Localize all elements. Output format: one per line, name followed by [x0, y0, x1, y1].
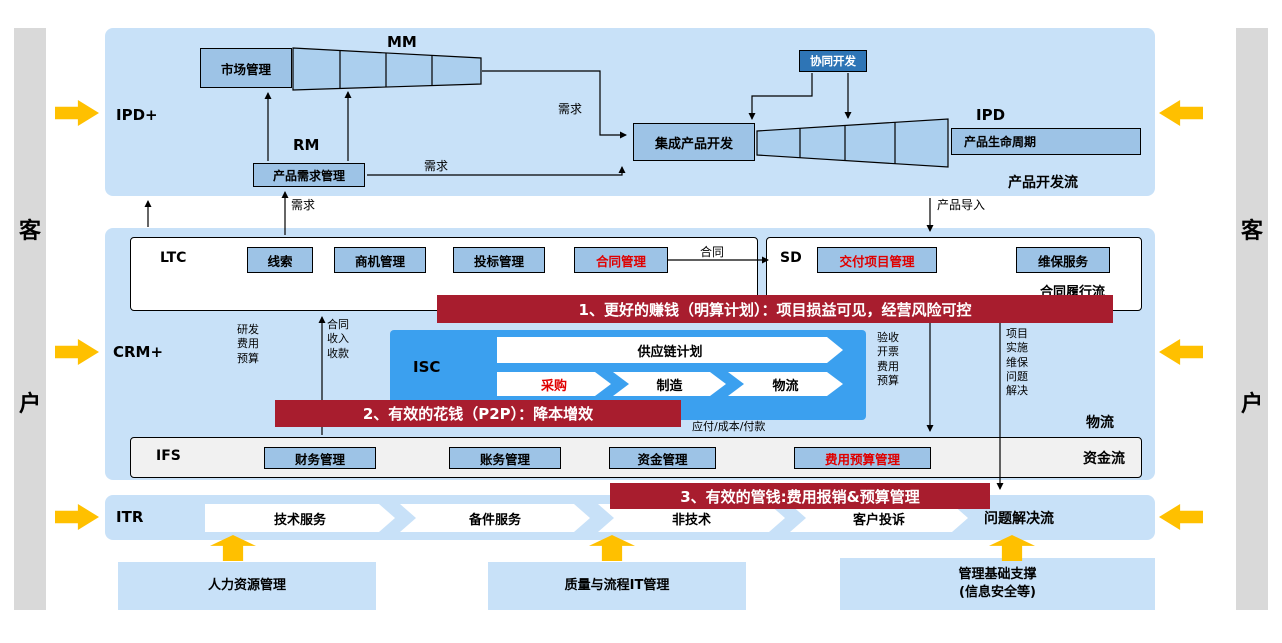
foundation-mgmt-support-box: 管理基础支撑 (信息安全等) [840, 558, 1155, 610]
contract-income-note: 合同 收入 收款 [327, 318, 349, 360]
acceptance-invoice-note: 验收 开票 费用 预算 [877, 331, 899, 387]
ltc-item-contract-mgmt: 合同管理 [574, 247, 668, 273]
ifs-item-expense-budget: 费用预算管理 [794, 447, 931, 469]
payment-cost-note: 应付/成本/付款 [692, 420, 766, 433]
rd-expense-budget-note: 研发 费用 预算 [237, 323, 259, 365]
ifs-label: IFS [156, 448, 181, 464]
ipd-label: IPD [976, 106, 1006, 124]
left-arrow-icon [55, 339, 99, 365]
itr-label: ITR [116, 508, 144, 526]
ifs-item-treasury: 资金管理 [609, 447, 716, 469]
left-customer-rail: 客 户 [14, 28, 46, 610]
contract-label: 合同 [700, 245, 725, 259]
mm-label: MM [387, 33, 417, 51]
isc-step-logistics: 物流 [728, 372, 843, 396]
foundation-quality-it-box: 质量与流程IT管理 [488, 562, 746, 610]
integrated-dev-box: 集成产品开发 [633, 123, 755, 161]
project-implementation-note: 项目 实施 维保 问题 解决 [1006, 327, 1028, 398]
banner-earn-money: 1、更好的赚钱（明算计划）：项目损益可见，经营风险可控 [437, 295, 1113, 323]
demand-label: 需求 [291, 198, 316, 212]
supply-chain-plan-arrow: 供应链计划 [497, 337, 843, 363]
demand-label: 需求 [424, 159, 449, 173]
product-req-mgmt-box: 产品需求管理 [253, 163, 365, 187]
isc-label: ISC [413, 358, 441, 376]
right-arrow-icon [1159, 100, 1203, 126]
right-customer-rail: 客 户 [1236, 28, 1268, 610]
customer-char-top: 客 [1240, 219, 1263, 244]
ltc-label: LTC [160, 250, 187, 266]
maintenance-service-box: 维保服务 [1016, 247, 1110, 273]
issue-resolution-flow-label: 问题解决流 [984, 511, 1054, 527]
customer-char-bottom: 户 [18, 392, 41, 417]
left-arrow-icon [55, 504, 99, 530]
ltc-item-bidding: 投标管理 [453, 247, 545, 273]
itr-step-spare-parts: 备件服务 [400, 504, 590, 532]
lifecycle-box: 产品生命周期 [951, 128, 1141, 155]
banner-spend-money: 2、有效的花钱（P2P）：降本增效 [275, 400, 681, 427]
ltc-item-leads: 线索 [247, 247, 313, 273]
market-mgmt-box: 市场管理 [200, 48, 292, 88]
demand-label: 需求 [558, 102, 583, 116]
right-arrow-icon [1159, 339, 1203, 365]
itr-step-tech-service: 技术服务 [205, 504, 395, 532]
isc-step-procurement: 采购 [497, 372, 611, 396]
foundation-hr-box: 人力资源管理 [118, 562, 376, 610]
banner-manage-money: 3、有效的管钱:费用报销&预算管理 [610, 483, 990, 509]
right-arrow-icon [1159, 504, 1203, 530]
customer-char-top: 客 [18, 219, 41, 244]
capital-flow-label: 资金流 [1083, 451, 1125, 467]
product-dev-flow-label: 产品开发流 [1008, 175, 1078, 191]
ltc-item-opportunity: 商机管理 [334, 247, 426, 273]
ifs-item-accounting: 账务管理 [449, 447, 561, 469]
logistics-flow-label: 物流 [1086, 415, 1114, 431]
crm-label: CRM+ [113, 343, 164, 361]
ipd-plus-label: IPD+ [116, 106, 158, 124]
delivery-project-mgmt-box: 交付项目管理 [817, 247, 937, 273]
customer-char-bottom: 户 [1240, 392, 1263, 417]
rm-label: RM [293, 136, 320, 154]
sd-label: SD [780, 250, 802, 266]
isc-step-manufacturing: 制造 [613, 372, 726, 396]
ifs-item-finance: 财务管理 [264, 447, 376, 469]
product-intro-label: 产品导入 [937, 198, 986, 212]
collab-dev-box: 协同开发 [799, 50, 867, 72]
left-arrow-icon [55, 100, 99, 126]
